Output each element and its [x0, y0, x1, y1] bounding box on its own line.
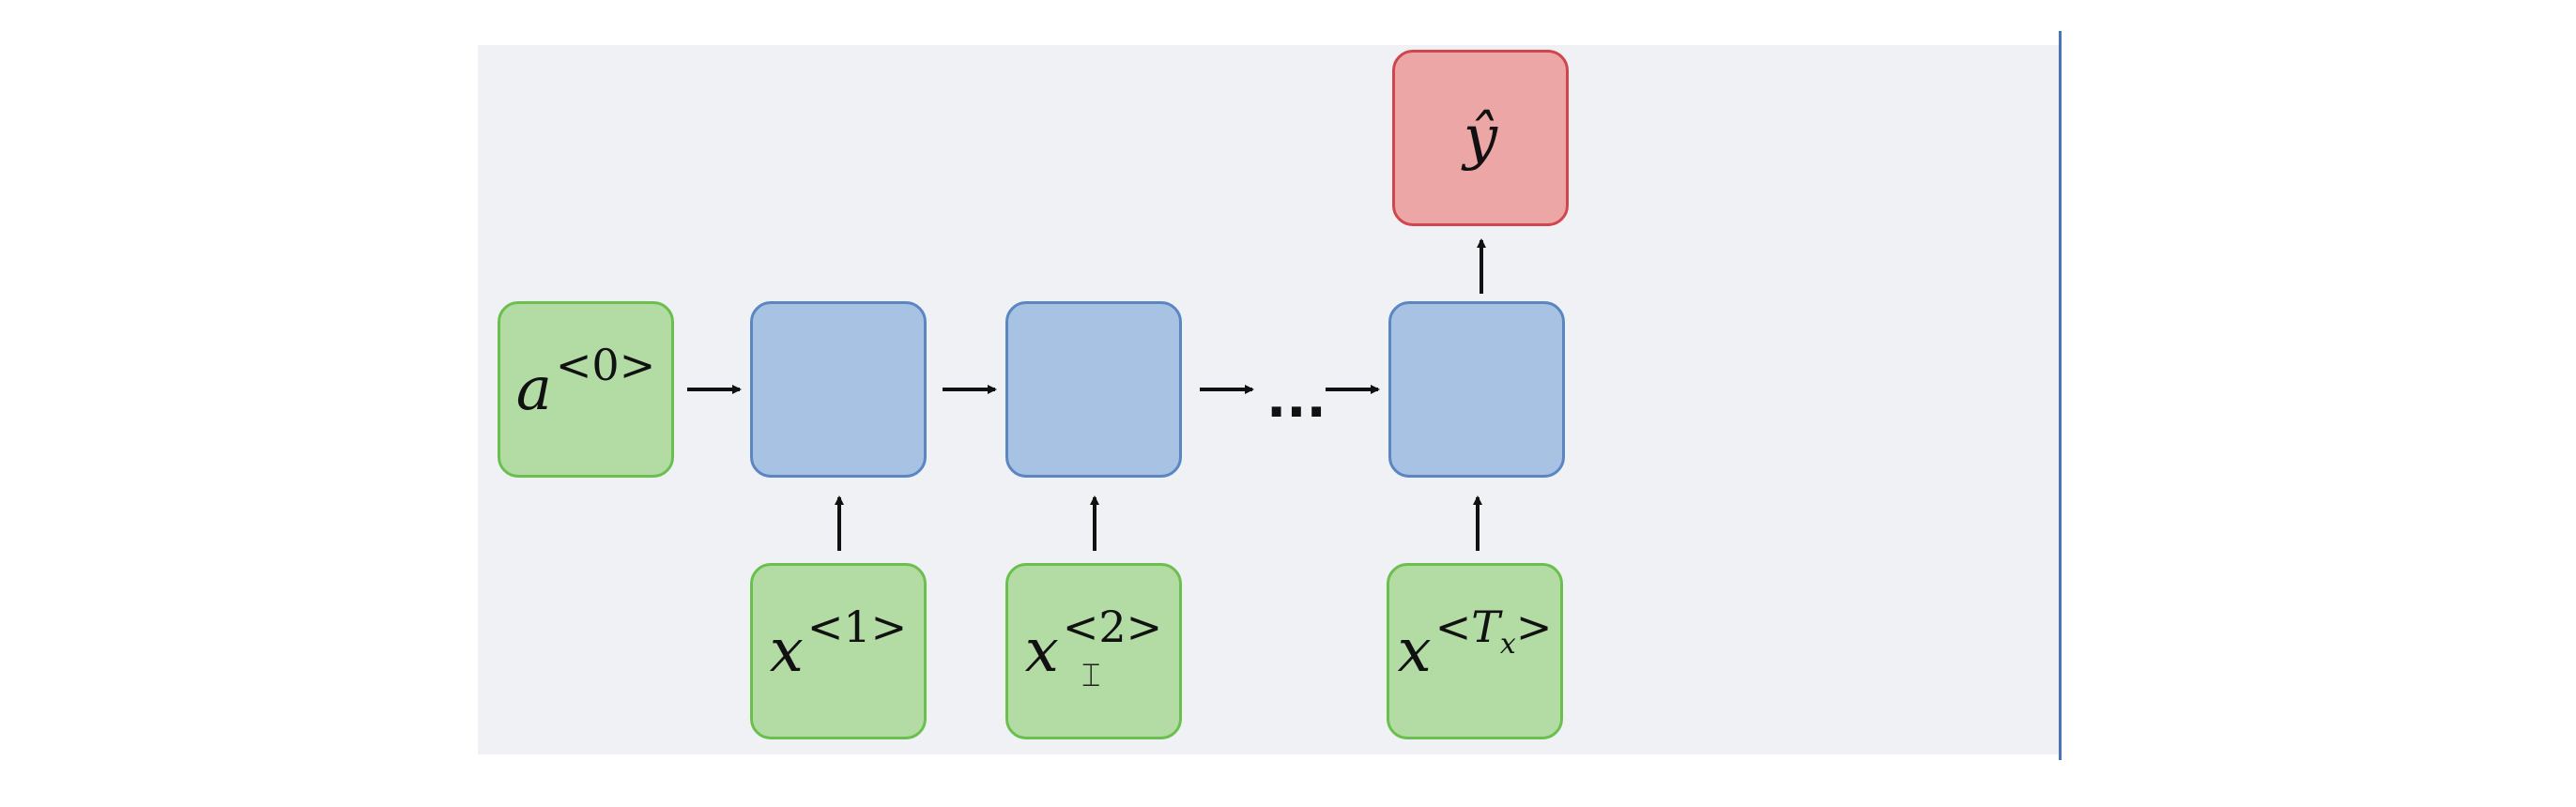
input-1-superscript: <1>	[806, 601, 908, 652]
input-tx-sup-prefix: <	[1434, 601, 1472, 652]
text-cursor-icon: ⌶	[1081, 657, 1101, 694]
input-box-2: x<2>	[1005, 563, 1182, 739]
output-label: ŷ	[1463, 103, 1498, 173]
input-tx-sup-var: T	[1471, 601, 1500, 652]
diagram-panel	[478, 45, 2059, 754]
initial-activation-base: a	[515, 355, 552, 424]
input-2-base: x	[1024, 617, 1059, 686]
initial-activation-box: a<0>	[498, 301, 674, 478]
input-tx-base: x	[1397, 617, 1432, 686]
input-tx-superscript: <Tx>	[1435, 605, 1553, 659]
input-tx-sup-suffix: >	[1515, 601, 1553, 652]
output-box: ŷ	[1392, 50, 1569, 226]
sequence-ellipsis: ...	[1266, 369, 1326, 430]
input-2-superscript: <2>	[1062, 601, 1163, 652]
rnn-cell-2	[1005, 301, 1182, 478]
input-tx-sup-subscript: x	[1499, 628, 1516, 661]
rnn-cell-last	[1388, 301, 1565, 478]
slide-divider-line	[2059, 31, 2062, 760]
input-1-base: x	[769, 617, 804, 686]
initial-activation-superscript: <0>	[555, 340, 656, 390]
input-box-1: x<1>	[750, 563, 927, 739]
input-box-tx: x<Tx>	[1387, 563, 1563, 739]
rnn-cell-1	[750, 301, 927, 478]
